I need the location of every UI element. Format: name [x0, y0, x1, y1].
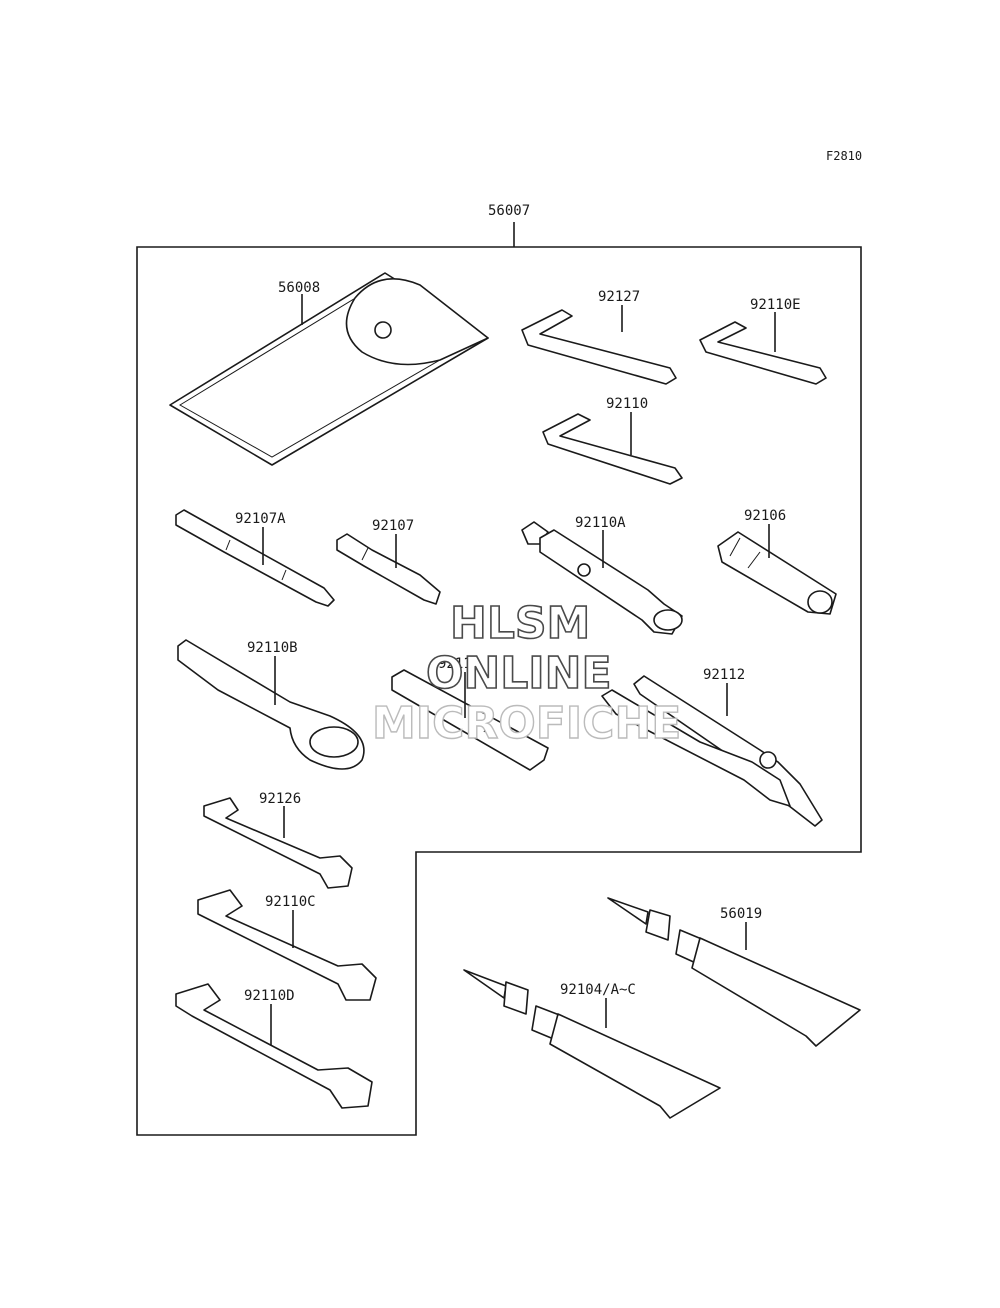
- figure-code: F2810: [826, 149, 862, 163]
- part-label-92107[interactable]: 92107: [372, 518, 414, 534]
- part-label-92127[interactable]: 92127: [598, 289, 640, 305]
- hex-wrench-92110E[interactable]: [699, 321, 827, 385]
- watermark-line-2: ONLINE: [426, 648, 612, 699]
- grease-tube-56019[interactable]: [607, 897, 861, 1047]
- pliers-92112[interactable]: [601, 675, 823, 827]
- grease-tube-92104[interactable]: [463, 969, 721, 1119]
- hex-wrench-92110[interactable]: [542, 413, 683, 485]
- part-label-56008[interactable]: 56008: [278, 280, 320, 296]
- part-label-92110E[interactable]: 92110E: [750, 297, 801, 313]
- part-label-92110B[interactable]: 92110B: [247, 640, 298, 656]
- tool-kit-outline: [136, 246, 862, 1136]
- watermark-line-3: MICROFICHE: [372, 698, 681, 749]
- screwdriver-92107[interactable]: [336, 533, 441, 605]
- part-label-92126[interactable]: 92126: [259, 791, 301, 807]
- open-wrench-92126[interactable]: [203, 797, 353, 889]
- part-label-92110D[interactable]: 92110D: [244, 988, 295, 1004]
- extension-bar-92111[interactable]: [391, 669, 549, 771]
- part-label-92111[interactable]: 92111: [438, 656, 480, 672]
- handle-92106[interactable]: [717, 531, 837, 615]
- part-label-56007[interactable]: 56007: [488, 203, 530, 219]
- watermark-line-1: HLSM: [450, 598, 590, 649]
- part-label-92107A[interactable]: 92107A: [235, 511, 286, 527]
- part-label-92110[interactable]: 92110: [606, 396, 648, 412]
- part-label-92104[interactable]: 92104/A~C: [560, 982, 636, 998]
- screwdriver-92107A[interactable]: [175, 509, 335, 607]
- tool-bag[interactable]: [169, 272, 489, 466]
- open-wrench-92110C[interactable]: [197, 889, 377, 1001]
- part-label-56019[interactable]: 56019: [720, 906, 762, 922]
- ring-wrench-92110B[interactable]: [177, 639, 365, 770]
- part-label-92110A[interactable]: 92110A: [575, 515, 626, 531]
- part-label-92106[interactable]: 92106: [744, 508, 786, 524]
- part-label-92110C[interactable]: 92110C: [265, 894, 316, 910]
- part-label-92112[interactable]: 92112: [703, 667, 745, 683]
- box-wrench-92110A[interactable]: [521, 521, 683, 635]
- hex-wrench-92127[interactable]: [521, 309, 677, 385]
- open-wrench-92110D[interactable]: [175, 983, 373, 1109]
